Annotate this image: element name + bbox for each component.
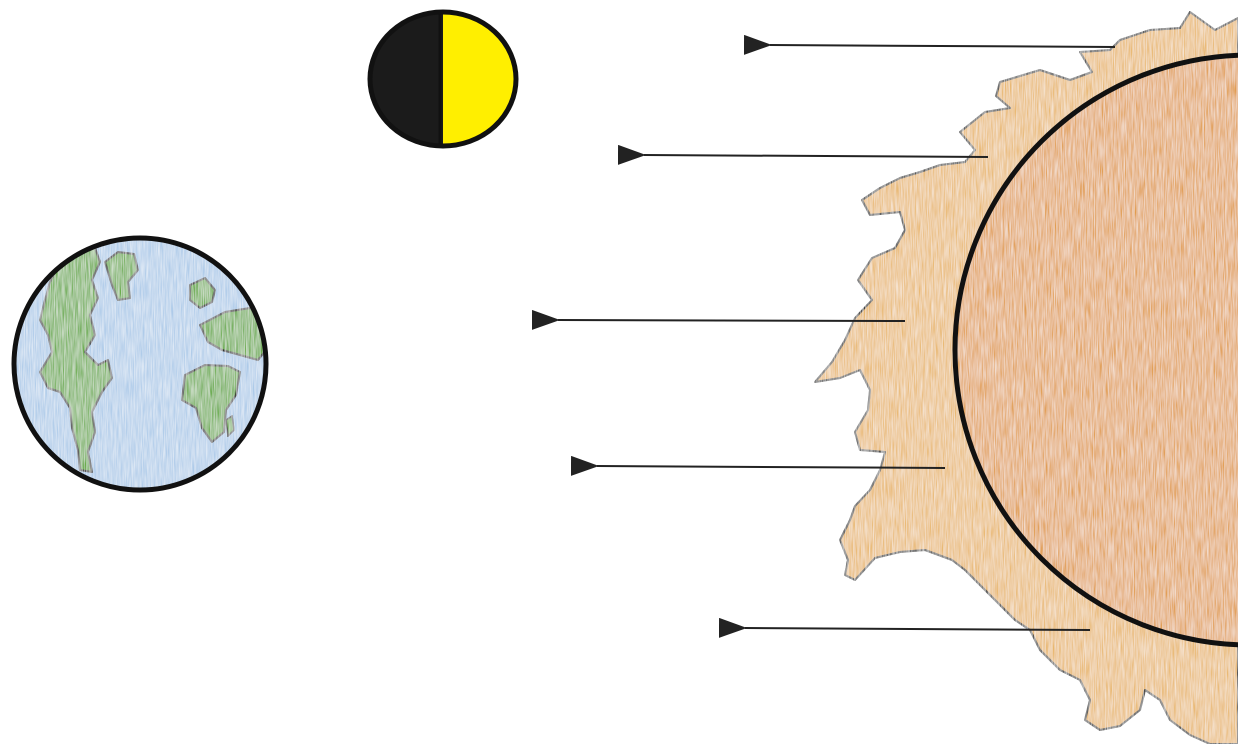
sunlight-ray-2 bbox=[644, 155, 988, 157]
moon-dark-half bbox=[370, 12, 443, 146]
moon bbox=[370, 12, 516, 146]
moon-lit-half bbox=[443, 12, 516, 146]
sunlight-ray-1 bbox=[770, 45, 1115, 47]
sunlight-ray-3 bbox=[558, 320, 905, 321]
earth bbox=[14, 238, 270, 490]
sun bbox=[815, 12, 1238, 744]
